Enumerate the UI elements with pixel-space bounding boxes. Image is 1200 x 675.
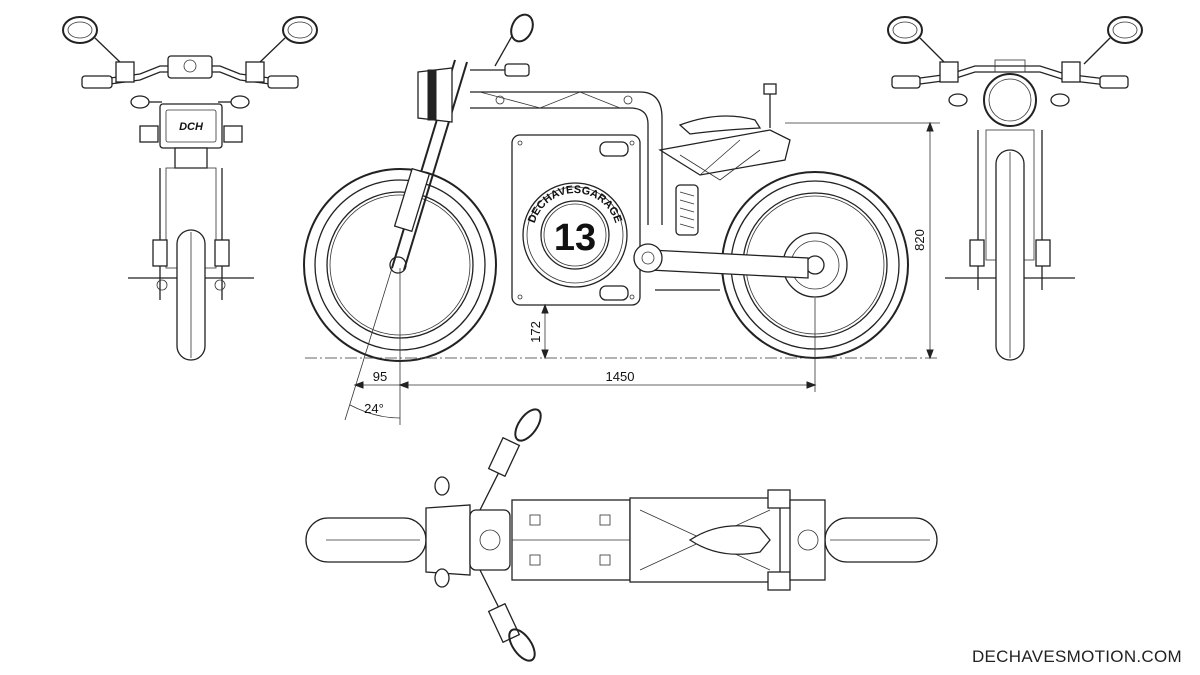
front-logo: DCH [179,121,204,133]
left-mirror [62,16,98,44]
watermark-text: DECHAVESMOTION.COM [971,647,1182,666]
rear-view [887,16,1143,361]
rear-view-headlight [983,73,1037,127]
rake-label: 24° [364,401,384,416]
subframe [658,129,791,176]
dimension-lines: 820 172 1450 95 24° [305,121,940,425]
trail-label: 95 [373,369,387,384]
clearance-label: 172 [528,321,543,343]
top-mirror-lower [508,628,536,662]
rear-view-right-mirror [1107,16,1143,44]
top-view [305,408,938,662]
side-mirror [510,13,534,43]
rear-view-left-mirror [887,16,923,44]
front-view: DCH [62,16,318,361]
right-mirror [282,16,318,44]
tail-light [763,83,777,95]
top-mirror-upper [514,408,542,442]
top-seat [688,525,771,555]
side-view: DECHAVESGARAGE 13 [303,13,909,362]
height-label: 820 [912,229,927,251]
badge-number: 13 [554,217,596,259]
wheelbase-label: 1450 [606,369,635,384]
frame-top-tube [470,91,663,225]
rake-axis-line [344,267,393,421]
seat [678,115,762,135]
top-headlight [425,504,471,576]
